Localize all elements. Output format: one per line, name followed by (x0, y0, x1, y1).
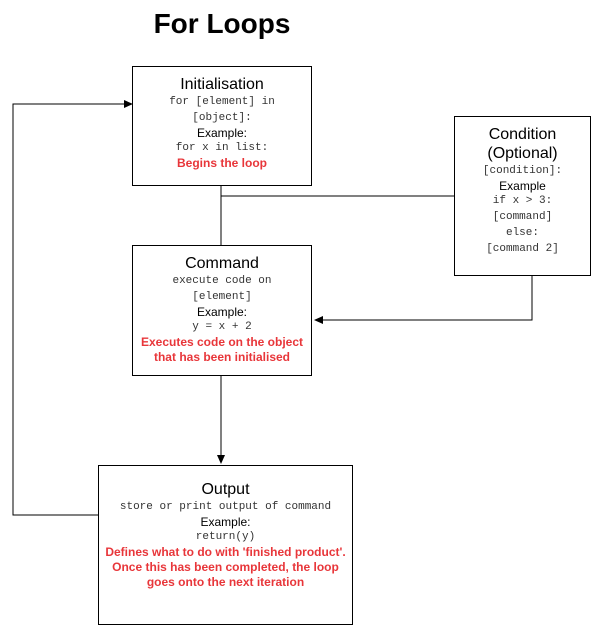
condition-heading-optional: (Optional) (487, 145, 558, 162)
command-box: Command execute code on [element] Exampl… (132, 245, 312, 376)
condition-example-line: else: (505, 227, 539, 239)
condition-example-line: [command] (492, 211, 553, 223)
output-example-label: Example: (200, 515, 251, 529)
condition-example-label: Example (499, 179, 546, 193)
initialisation-code-line: [object]: (192, 112, 252, 124)
initialisation-box: Initialisation for [element] in [object]… (132, 66, 312, 186)
connector-condition-to-command (314, 276, 533, 324)
output-box: Output store or print output of command … (98, 465, 353, 625)
output-note-line: Once this has been completed, the loop (112, 560, 339, 574)
initialisation-heading: Initialisation (180, 76, 264, 93)
output-note-line: Defines what to do with 'finished produc… (105, 545, 346, 559)
command-heading: Command (185, 255, 259, 272)
command-example-code: y = x + 2 (192, 321, 252, 333)
diagram-title: For Loops (153, 8, 291, 39)
condition-box: Condition (Optional) [condition]: Exampl… (454, 116, 591, 276)
output-heading: Output (201, 481, 250, 498)
command-note-line: Executes code on the object (140, 335, 304, 349)
initialisation-code-line: for [element] in (169, 96, 275, 108)
initialisation-note: Begins the loop (177, 156, 267, 170)
output-code-line: store or print output of command (119, 501, 332, 513)
command-example-label: Example: (196, 305, 248, 319)
condition-example-line: if x > 3: (492, 195, 553, 207)
initialisation-example-code: for x in list: (175, 142, 269, 154)
output-note-line: goes onto the next iteration (146, 575, 305, 589)
command-code-line: execute code on (172, 275, 272, 287)
condition-code-line: [condition]: (482, 165, 563, 177)
condition-heading: Condition (488, 126, 557, 143)
condition-example-line: [command 2] (486, 243, 559, 255)
initialisation-example-label: Example: (196, 126, 248, 140)
connector-output-loop-back (12, 100, 133, 516)
command-note-line: that has been initialised (153, 350, 291, 364)
command-code-line: [element] (192, 291, 252, 303)
output-example-code: return(y) (195, 531, 256, 543)
